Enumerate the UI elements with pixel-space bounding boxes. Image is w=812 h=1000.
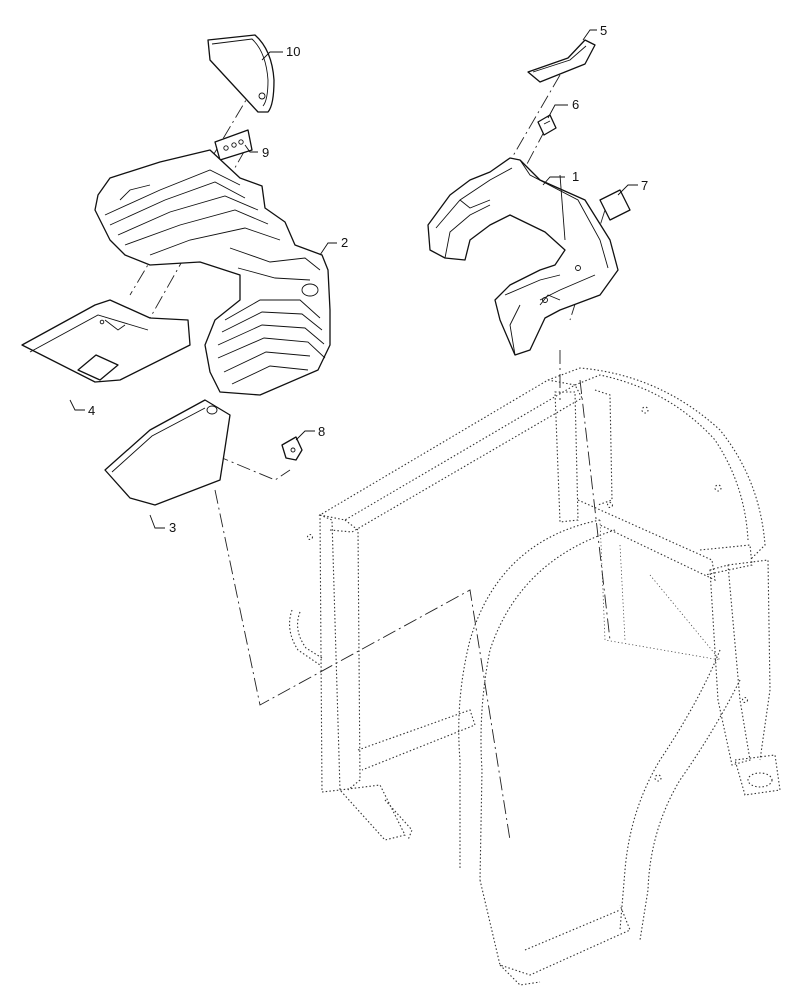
part-5-pad	[527, 39, 596, 83]
part-8-clip	[281, 436, 303, 461]
callout-10: 10	[286, 44, 300, 59]
callout-6: 6	[572, 97, 579, 112]
part-6-clip	[537, 114, 557, 136]
part-3-insulation-pad	[104, 399, 231, 506]
callout-labels: 1 2 3 4 5 6 7 8 9 10	[88, 23, 648, 535]
part-1-console-housing	[427, 157, 619, 356]
callout-7: 7	[641, 178, 648, 193]
part-2-floor-mat	[94, 149, 331, 396]
part-9-bracket	[214, 129, 253, 161]
callout-4: 4	[88, 403, 95, 418]
part-7-label-plate	[599, 189, 631, 221]
callout-2: 2	[341, 235, 348, 250]
callout-5: 5	[600, 23, 607, 38]
part-4-insulation-sheet	[21, 299, 191, 383]
part-10-cover-panel	[207, 34, 275, 113]
callout-1: 1	[572, 169, 579, 184]
callout-8: 8	[318, 424, 325, 439]
callout-9: 9	[262, 145, 269, 160]
callout-leaders	[69, 29, 638, 529]
cab-frame	[289, 367, 781, 986]
callout-3: 3	[169, 520, 176, 535]
